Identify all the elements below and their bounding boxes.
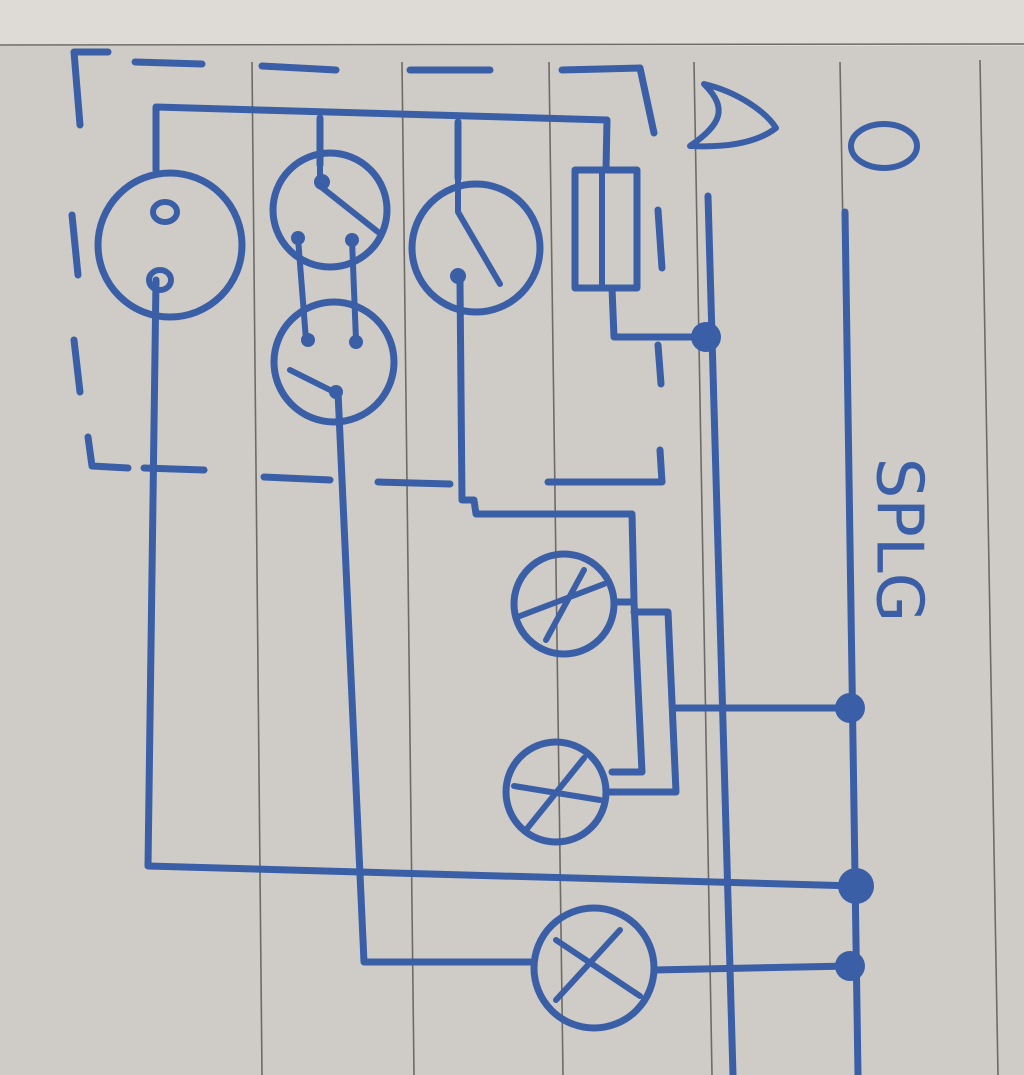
phase-junction-dot bbox=[691, 322, 721, 352]
rule-line bbox=[401, 61, 415, 1075]
neutral-conductor bbox=[841, 208, 862, 1075]
rule-line bbox=[979, 59, 999, 1075]
double-switch-upper-symbol bbox=[269, 149, 391, 271]
rule-line bbox=[693, 61, 713, 1075]
socket-to-neutral-wire bbox=[144, 276, 860, 890]
enclosure-dashed-border bbox=[68, 48, 666, 488]
phase-label-glyph bbox=[687, 81, 779, 150]
jumper-wire bbox=[349, 237, 359, 343]
top-rule-line bbox=[0, 43, 1024, 46]
fuse-symbol bbox=[571, 166, 641, 292]
lamp-to-neutral-wire bbox=[650, 962, 854, 974]
phase-busbar bbox=[152, 103, 611, 174]
rule-line bbox=[548, 61, 564, 1075]
switch-to-lamps-wire bbox=[456, 278, 638, 604]
lamp-parallel-wire bbox=[602, 608, 680, 796]
neutral-label-glyph bbox=[848, 121, 920, 171]
double-switch-lower-symbol bbox=[270, 298, 398, 426]
switch-to-lamp-wire bbox=[334, 388, 534, 966]
paper-top-strip bbox=[0, 0, 1024, 46]
handwritten-note: SPLG bbox=[861, 458, 935, 622]
rule-line bbox=[251, 61, 263, 1075]
lamp-parallel-wire bbox=[608, 598, 646, 776]
socket-outlet-symbol bbox=[94, 169, 246, 321]
jumper-wire bbox=[295, 235, 309, 343]
fuse-to-phase-wire bbox=[608, 284, 708, 341]
